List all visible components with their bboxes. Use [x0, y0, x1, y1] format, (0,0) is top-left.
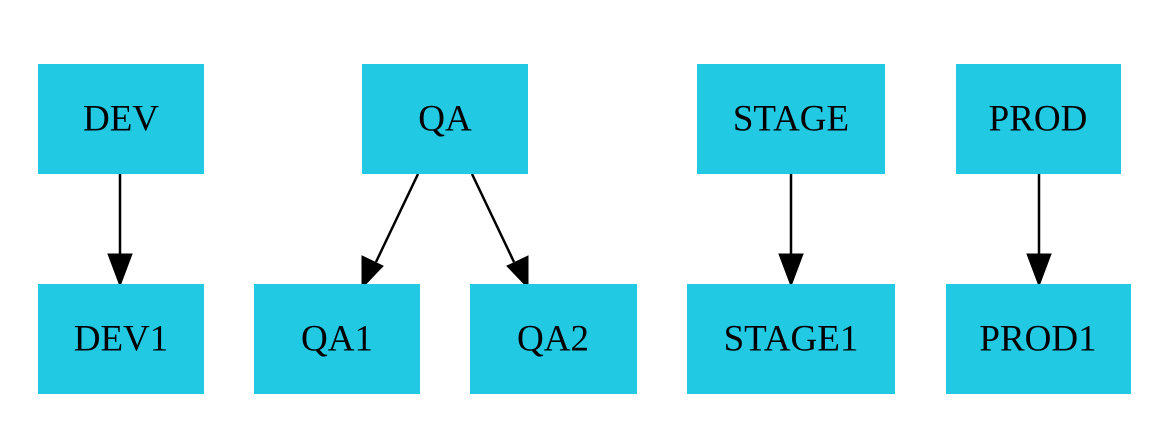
node-stage1-label: STAGE1 [724, 319, 859, 360]
node-qa1-label: QA1 [301, 319, 373, 360]
node-qa: QA [362, 64, 528, 174]
node-prod1-label: PROD1 [979, 319, 1096, 360]
edge-qa-qa1 [361, 173, 420, 290]
edge-prod-prod1 [1026, 174, 1052, 288]
node-qa-label: QA [418, 99, 472, 140]
node-prod: PROD [956, 64, 1121, 174]
node-dev-label: DEV [83, 99, 159, 140]
node-stage: STAGE [697, 64, 885, 174]
node-stage-label: STAGE [733, 99, 849, 140]
node-qa2-label: QA2 [517, 319, 589, 360]
node-dev: DEV [38, 64, 204, 174]
edge-stage-stage1 [778, 174, 804, 288]
node-dev1-label: DEV1 [74, 319, 169, 360]
node-qa1: QA1 [254, 284, 420, 394]
node-dev1: DEV1 [38, 284, 204, 394]
node-prod-label: PROD [989, 99, 1088, 140]
edge-qa-qa2 [470, 173, 529, 290]
node-prod1: PROD1 [946, 284, 1131, 394]
edge-dev-dev1 [107, 174, 133, 288]
node-qa2: QA2 [470, 284, 637, 394]
node-stage1: STAGE1 [687, 284, 895, 394]
